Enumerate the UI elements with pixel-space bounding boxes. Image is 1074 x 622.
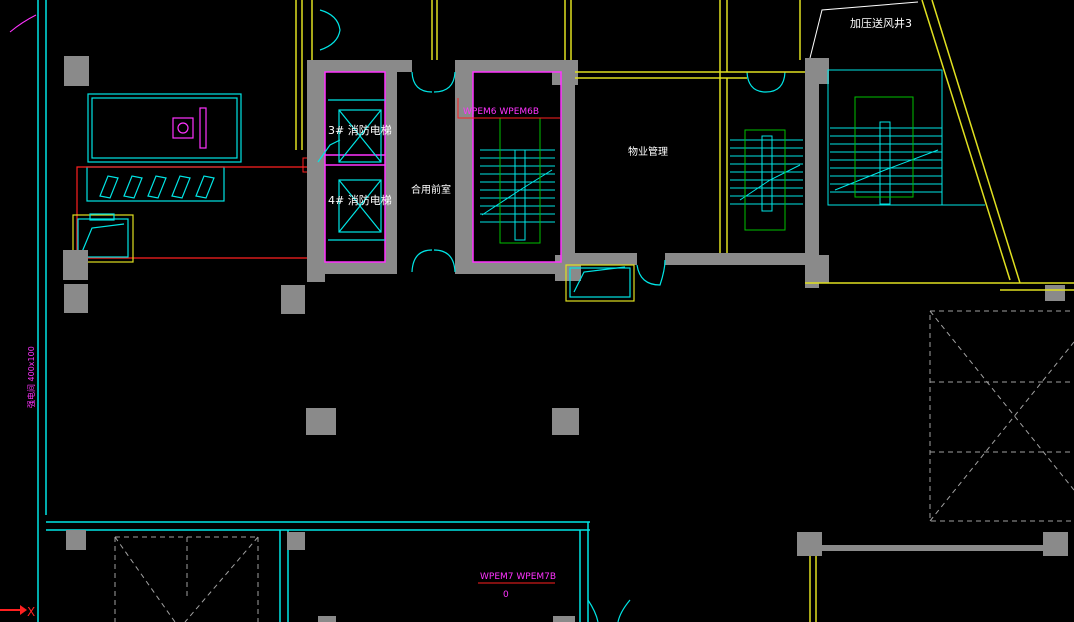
stair-middle [730, 129, 803, 231]
dashed-area-bottom [114, 536, 259, 622]
panel-upper: WPEM6 WPEM6B [457, 98, 560, 119]
dashed-area-right [929, 310, 1074, 522]
label-elevator-3: 3# 消防电梯 [328, 123, 392, 137]
elevator-cars [317, 99, 385, 241]
yellow-walls [295, 0, 1074, 622]
stair-right [827, 69, 985, 206]
label-axis-x: X [27, 605, 35, 619]
outlet-symbol [172, 107, 207, 149]
label-equipment-room: 物业管理 [628, 145, 668, 158]
label-panel-lower-sub: 0 [503, 590, 509, 600]
arc-top-left [9, 14, 37, 33]
label-vertical-note: 强电间 400x100 [26, 346, 36, 408]
equipment-block [86, 93, 242, 202]
stair-left [480, 117, 555, 244]
label-smoke-shaft: 加压送风井3 [850, 16, 912, 30]
lobby-doors [319, 9, 786, 622]
small-shaft-left [72, 213, 134, 263]
smoke-shaft [809, 1, 919, 59]
label-panel-lower: WPEM7 WPEM7B [480, 572, 556, 582]
label-elevator-4: 4# 消防电梯 [328, 193, 392, 207]
label-panel-upper: WPEM6 WPEM6B [463, 107, 539, 117]
label-lobby: 合用前室 [411, 183, 451, 196]
red-highlight [76, 166, 313, 259]
bottom-columns [318, 616, 575, 622]
columns [63, 56, 1068, 556]
panel-lower: WPEM7 WPEM7B 0 [478, 572, 556, 600]
axis-marker: X [0, 605, 35, 619]
small-shaft-mid [565, 259, 666, 302]
